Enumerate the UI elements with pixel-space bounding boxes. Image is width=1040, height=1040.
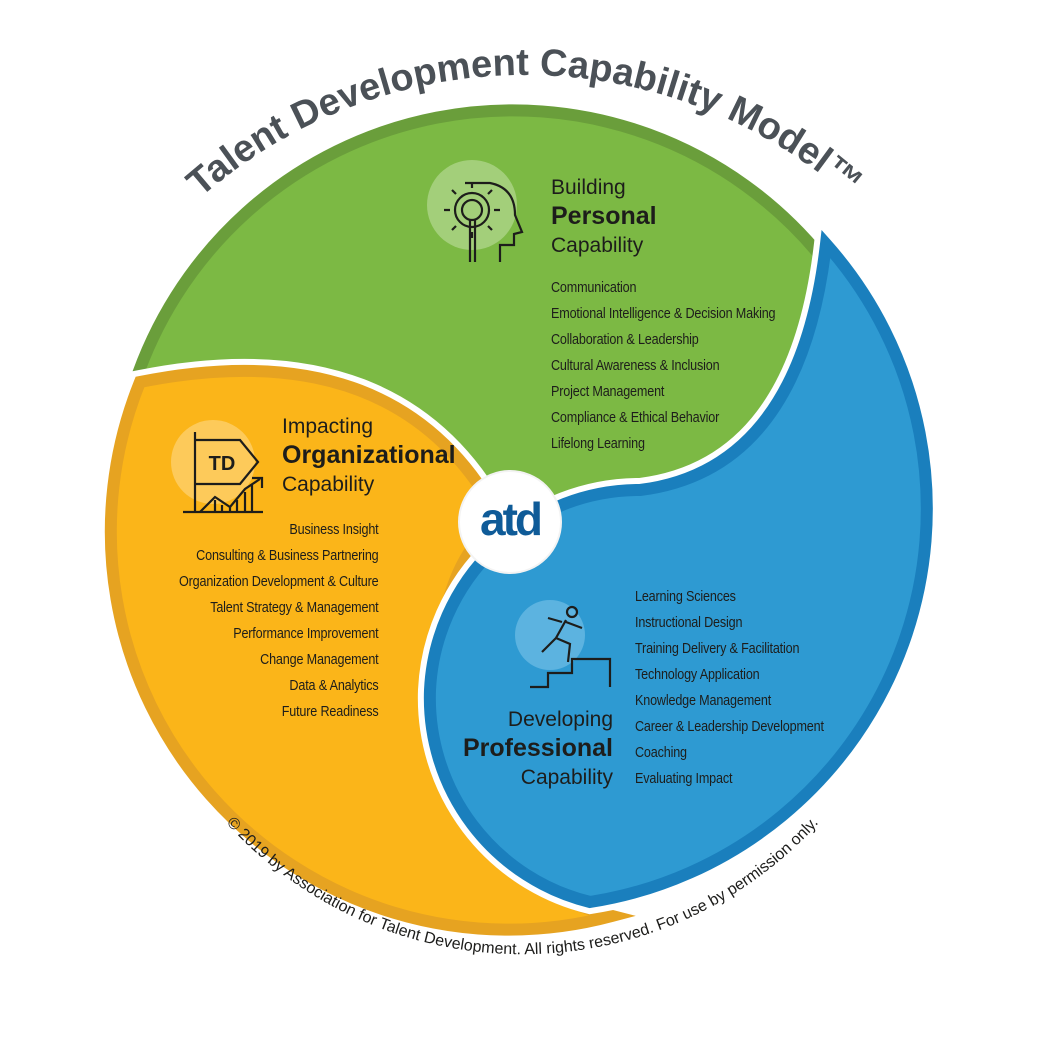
organizational-heading: Impacting Organizational Capability <box>282 412 456 499</box>
professional-heading: Developing Professional Capability <box>463 705 613 792</box>
personal-capability-list: Communication Emotional Intelligence & D… <box>551 275 776 457</box>
personal-line2: Personal <box>551 202 657 230</box>
head-gear-magnifier-icon <box>427 160 524 262</box>
list-item: Training Delivery & Facilitation <box>635 640 800 657</box>
organizational-line3: Capability <box>282 473 375 496</box>
list-item: Evaluating Impact <box>635 770 733 787</box>
list-item: Organization Development & Culture <box>178 573 379 590</box>
personal-heading: Building Personal Capability <box>551 173 657 260</box>
list-item: Collaboration & Leadership <box>551 331 699 348</box>
professional-lobe <box>417 215 939 915</box>
list-item: Lifelong Learning <box>551 435 645 452</box>
organizational-capability-list: Business Insight Consulting & Business P… <box>179 517 379 725</box>
list-item: Learning Sciences <box>635 588 736 605</box>
list-item: Instructional Design <box>635 614 743 631</box>
list-item: Project Management <box>551 383 665 400</box>
list-item: Future Readiness <box>281 703 378 720</box>
list-item: Coaching <box>635 744 687 761</box>
list-item: Communication <box>551 279 637 296</box>
personal-line3: Capability <box>551 234 644 257</box>
list-item: Change Management <box>259 651 379 668</box>
list-item: Performance Improvement <box>232 625 378 642</box>
personal-line1: Building <box>551 176 626 199</box>
list-item: Career & Leadership Development <box>635 718 824 735</box>
list-item: Talent Strategy & Management <box>209 599 378 616</box>
list-item: Knowledge Management <box>635 692 772 709</box>
td-icon-text: TD <box>209 453 236 475</box>
list-item: Cultural Awareness & Inclusion <box>551 357 720 374</box>
list-item: Consulting & Business Partnering <box>195 547 379 564</box>
atd-logo: atd <box>460 472 560 572</box>
professional-capability-list: Learning Sciences Instructional Design T… <box>635 584 824 792</box>
list-item: Compliance & Ethical Behavior <box>551 409 720 426</box>
organizational-line1: Impacting <box>282 415 374 438</box>
list-item: Data & Analytics <box>288 677 378 694</box>
person-climbing-stairs-icon <box>515 600 612 689</box>
professional-line1: Developing <box>507 708 613 731</box>
atd-logo-text: atd <box>480 493 543 545</box>
organizational-line2: Organizational <box>282 441 456 469</box>
professional-line3: Capability <box>520 766 613 789</box>
td-flag-growth-chart-icon: TD <box>171 420 264 514</box>
list-item: Technology Application <box>635 666 760 683</box>
list-item: Business Insight <box>288 521 378 538</box>
professional-line2: Professional <box>462 734 613 762</box>
list-item: Emotional Intelligence & Decision Making <box>551 305 776 322</box>
